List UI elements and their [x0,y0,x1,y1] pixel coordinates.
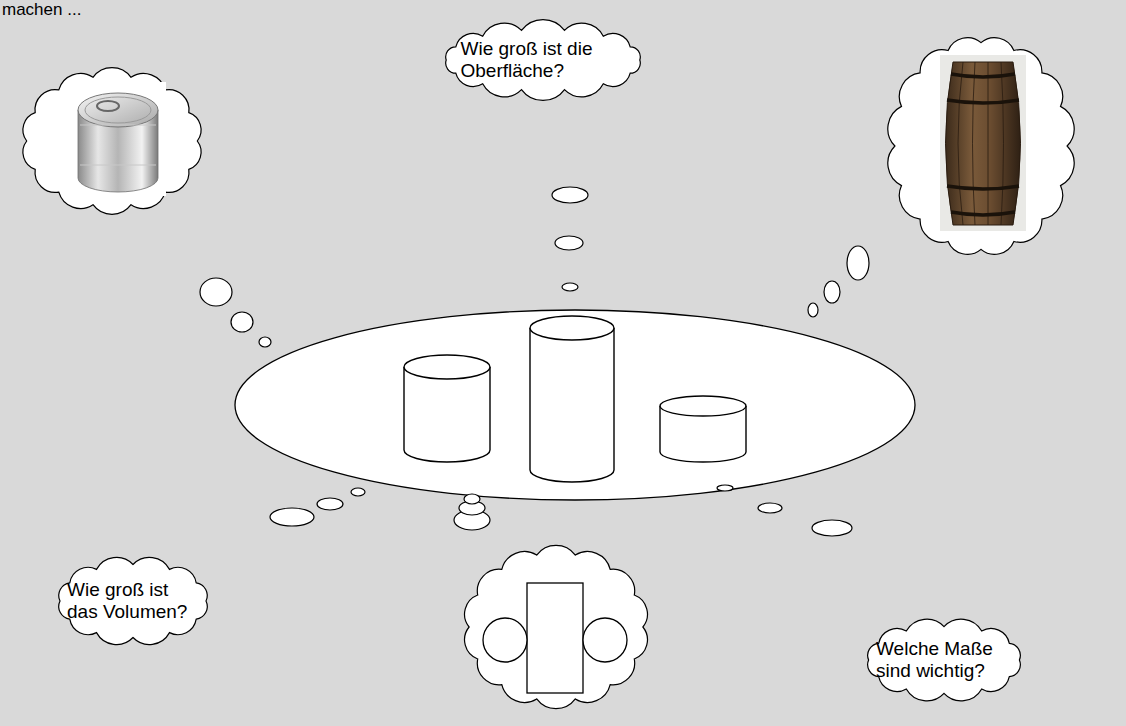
thought-bubble [847,246,869,280]
thought-bubble [552,187,588,203]
can-lid [78,93,158,127]
thought-bubble [317,498,343,510]
thought-bubble [259,337,271,347]
barrel-body [946,62,1021,225]
barrel-stave [958,62,963,225]
photo-background [940,55,1026,231]
bubble-trails [200,187,869,536]
barrel-hoop [951,74,1015,77]
barrel-staves [958,62,1004,225]
can-groove [80,165,156,166]
question-text: Wie groß ist die Oberfläche? [461,38,626,82]
photo-background [70,82,166,196]
cut-off-heading: machen ... [2,0,81,20]
thought-bubble [812,520,852,536]
barrel-stave [988,62,989,225]
thought-bubble [717,485,733,491]
barrel-hoop [947,100,1019,103]
question-text: Wie groß ist das Volumen? [67,579,199,623]
barrel-cloud [888,38,1074,255]
thought-bubble [270,508,314,526]
can-groove [80,125,156,126]
thought-bubble [758,503,782,513]
thought-bubble [464,494,480,504]
cloud-outline-path [868,619,1021,701]
cloud-outline-path [59,557,208,644]
thought-bubble [200,278,232,306]
net-rectangle [527,583,583,693]
cylinder-top [660,396,746,416]
central-ellipse [235,310,915,500]
net-circle [483,618,527,662]
thought-bubble [808,303,818,317]
can-pull-ring [97,101,119,111]
cylinder-top [404,355,490,379]
cylinder-body [404,367,490,462]
barrel-picture [940,55,1026,231]
question-cloud: Wie groß ist die Oberfläche? [425,20,661,100]
barrel-hoop [951,212,1015,215]
can-cloud [23,68,201,215]
thought-bubble [555,236,583,250]
can-picture [70,82,166,196]
question-text: Welche Maße sind wichtig? [876,638,1012,682]
cylinder-top [530,316,614,340]
thought-bubble [824,281,840,303]
cylinder-net [483,583,627,693]
barrel-stave [1001,62,1004,225]
cylinders [404,316,746,482]
barrel-hoops [947,74,1019,215]
thought-bubble [351,488,365,496]
can-lid-rim [85,97,151,123]
question-cloud: Wie groß ist das Volumen? [44,553,222,649]
question-cloud: Welche Maße sind wichtig? [852,616,1036,704]
net-cloud [465,545,648,708]
net-circle [583,618,627,662]
barrel-stave [973,62,976,225]
thought-bubble [562,283,578,291]
thought-bubble [231,312,253,332]
cloud-outline-path [446,20,641,101]
barrel-hoop [947,186,1019,189]
cylinder-body [530,328,614,482]
